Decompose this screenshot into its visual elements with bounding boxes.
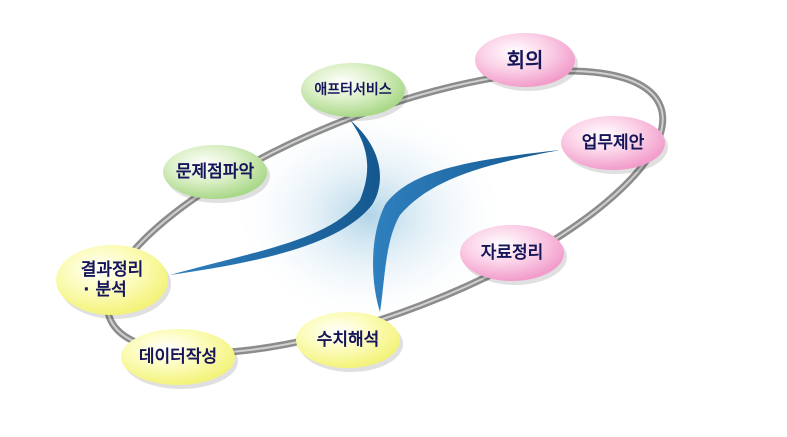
label-line-2: · 분석 [83,280,127,300]
label-line: 결과정리 [80,260,144,280]
node-proposal-label: 업무제안 [582,133,645,153]
node-data-arrange-label: 자료정리 [481,243,544,263]
node-data-writing-bubble [121,329,235,385]
center-glow [230,105,510,325]
label-line: 수치해석 [316,330,380,350]
label-line: 데이터작성 [138,347,218,367]
label-line: 회의 [506,48,544,72]
label-line: 업무제안 [581,133,645,153]
node-problem-label: 문제점파악 [176,162,254,182]
node-proposal-bubble [561,116,665,170]
node-meeting-label: 회의 [507,50,544,70]
node-meeting-bubble [475,33,575,87]
node-result-analysis-bubble [56,245,168,315]
swoosh-right [373,150,560,312]
node-after-service-label: 애프터서비스 [314,80,391,100]
node-numeric-analysis-label: 수치해석 [317,330,380,350]
node-data-arrange-bubble [460,225,564,281]
label-line: 문제점파악 [175,162,255,182]
node-problem-bubble [163,145,267,199]
node-data-writing-label: 데이터작성 [139,347,217,367]
node-numeric-analysis-bubble [296,312,400,368]
node-after-service-bubble [301,63,405,117]
node-result-analysis-label: 결과정리· 분석 [81,260,144,300]
swoosh-left [170,120,380,275]
label-line: 자료정리 [480,243,544,263]
label-line: 애프터서비스 [314,82,392,98]
